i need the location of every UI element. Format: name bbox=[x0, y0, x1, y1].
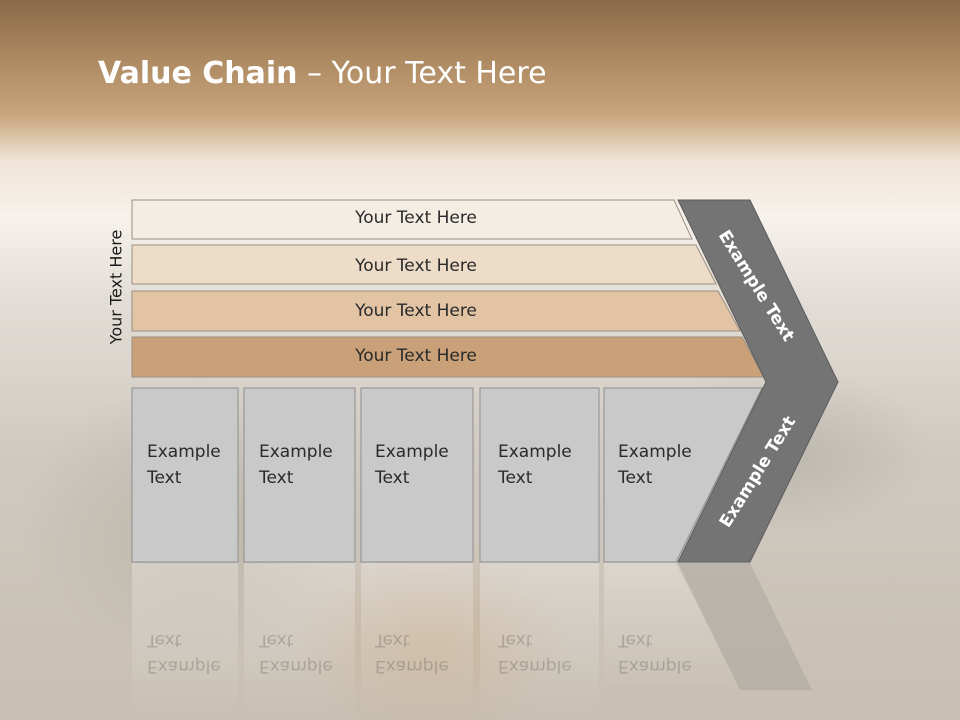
slide-title: Value Chain – Your Text Here bbox=[98, 56, 547, 91]
reflection-text-1: Example Text bbox=[147, 630, 221, 676]
box-3 bbox=[360, 387, 474, 563]
band-4-label: Your Text Here bbox=[355, 346, 477, 366]
box-1 bbox=[131, 387, 239, 563]
band-1-label: Your Text Here bbox=[355, 208, 477, 228]
reflection-box-5 bbox=[604, 563, 740, 690]
reflection-box-3 bbox=[361, 563, 473, 720]
box-5-label: Example Text bbox=[618, 442, 692, 488]
reflection-text-4: Example Text bbox=[498, 630, 572, 676]
box-4-label: Example Text bbox=[498, 442, 572, 488]
reflection-text-5: Example Text bbox=[618, 630, 692, 676]
reflection-text-3: Example Text bbox=[375, 630, 449, 676]
box-1-label: Example Text bbox=[147, 442, 221, 488]
box-4 bbox=[479, 387, 600, 563]
box-2 bbox=[243, 387, 356, 563]
band-1 bbox=[131, 199, 693, 240]
reflection-box-2 bbox=[244, 563, 355, 720]
box-5 bbox=[603, 387, 763, 563]
reflection-box-4 bbox=[480, 563, 599, 720]
box-3-label: Example Text bbox=[375, 442, 449, 488]
band-3-label: Your Text Here bbox=[355, 301, 477, 321]
box-2-label: Example Text bbox=[259, 442, 333, 488]
band-2 bbox=[131, 244, 717, 285]
reflection-text-2: Example Text bbox=[259, 630, 333, 676]
chevron-arrow bbox=[677, 199, 839, 563]
band-3 bbox=[131, 290, 741, 332]
reflection-box-1 bbox=[132, 563, 238, 720]
title-rest: – Your Text Here bbox=[297, 56, 547, 91]
reflection-chevron bbox=[678, 563, 812, 690]
band-2-label: Your Text Here bbox=[355, 256, 477, 276]
title-bold: Value Chain bbox=[98, 56, 298, 91]
